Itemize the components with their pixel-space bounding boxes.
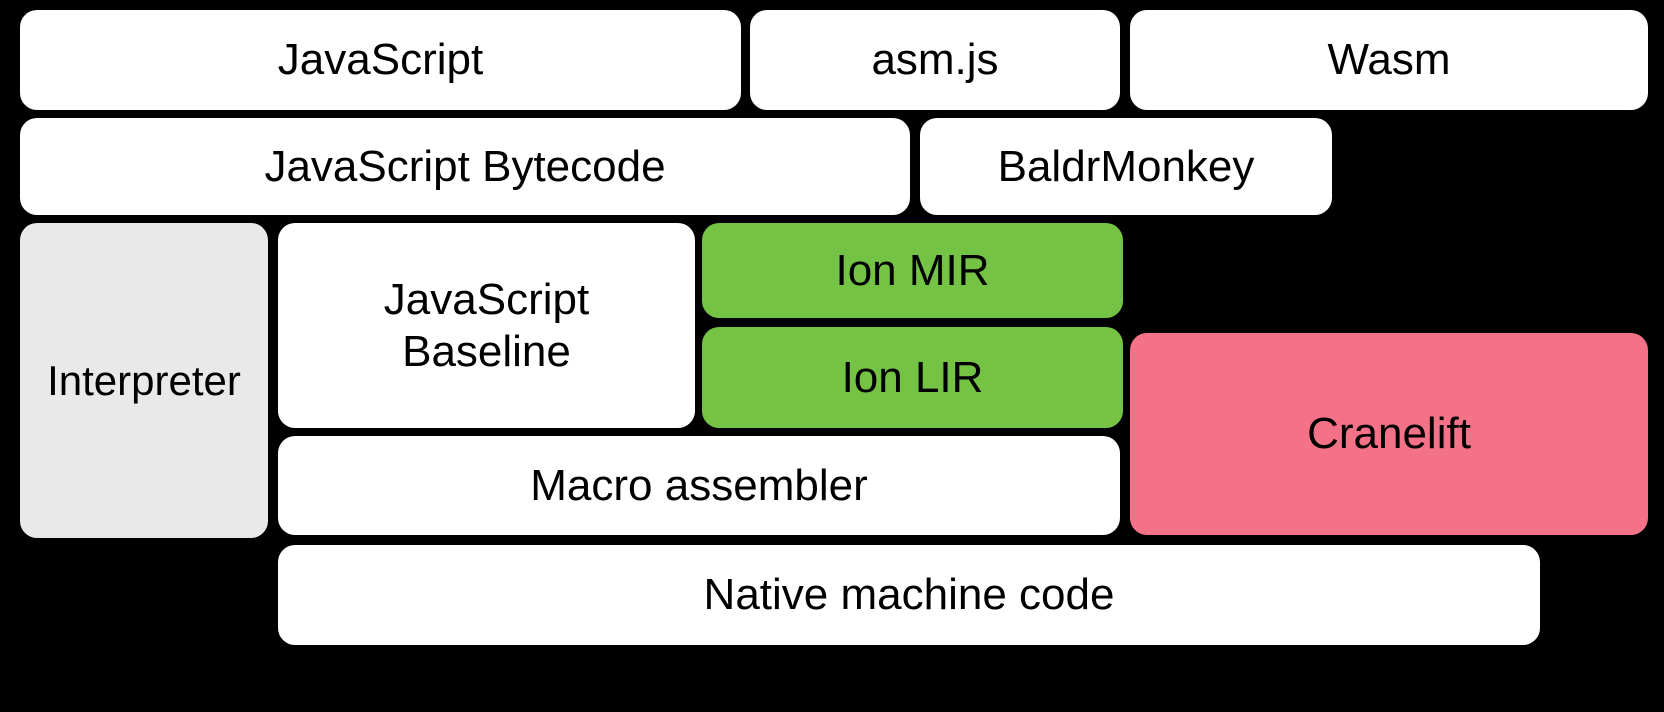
node-interpreter[interactable]: Interpreter [20,223,268,538]
node-macro-assembler[interactable]: Macro assembler [278,436,1120,535]
node-wasm[interactable]: Wasm [1130,10,1648,110]
node-javascript-baseline[interactable]: JavaScript Baseline [278,223,695,428]
node-baldrmonkey[interactable]: BaldrMonkey [920,118,1332,215]
node-native-machine-code[interactable]: Native machine code [278,545,1540,645]
node-javascript-bytecode[interactable]: JavaScript Bytecode [20,118,910,215]
node-javascript[interactable]: JavaScript [20,10,741,110]
node-cranelift[interactable]: Cranelift [1130,333,1648,535]
node-ion-mir[interactable]: Ion MIR [702,223,1123,318]
node-asmjs[interactable]: asm.js [750,10,1120,110]
node-ion-lir[interactable]: Ion LIR [702,327,1123,428]
